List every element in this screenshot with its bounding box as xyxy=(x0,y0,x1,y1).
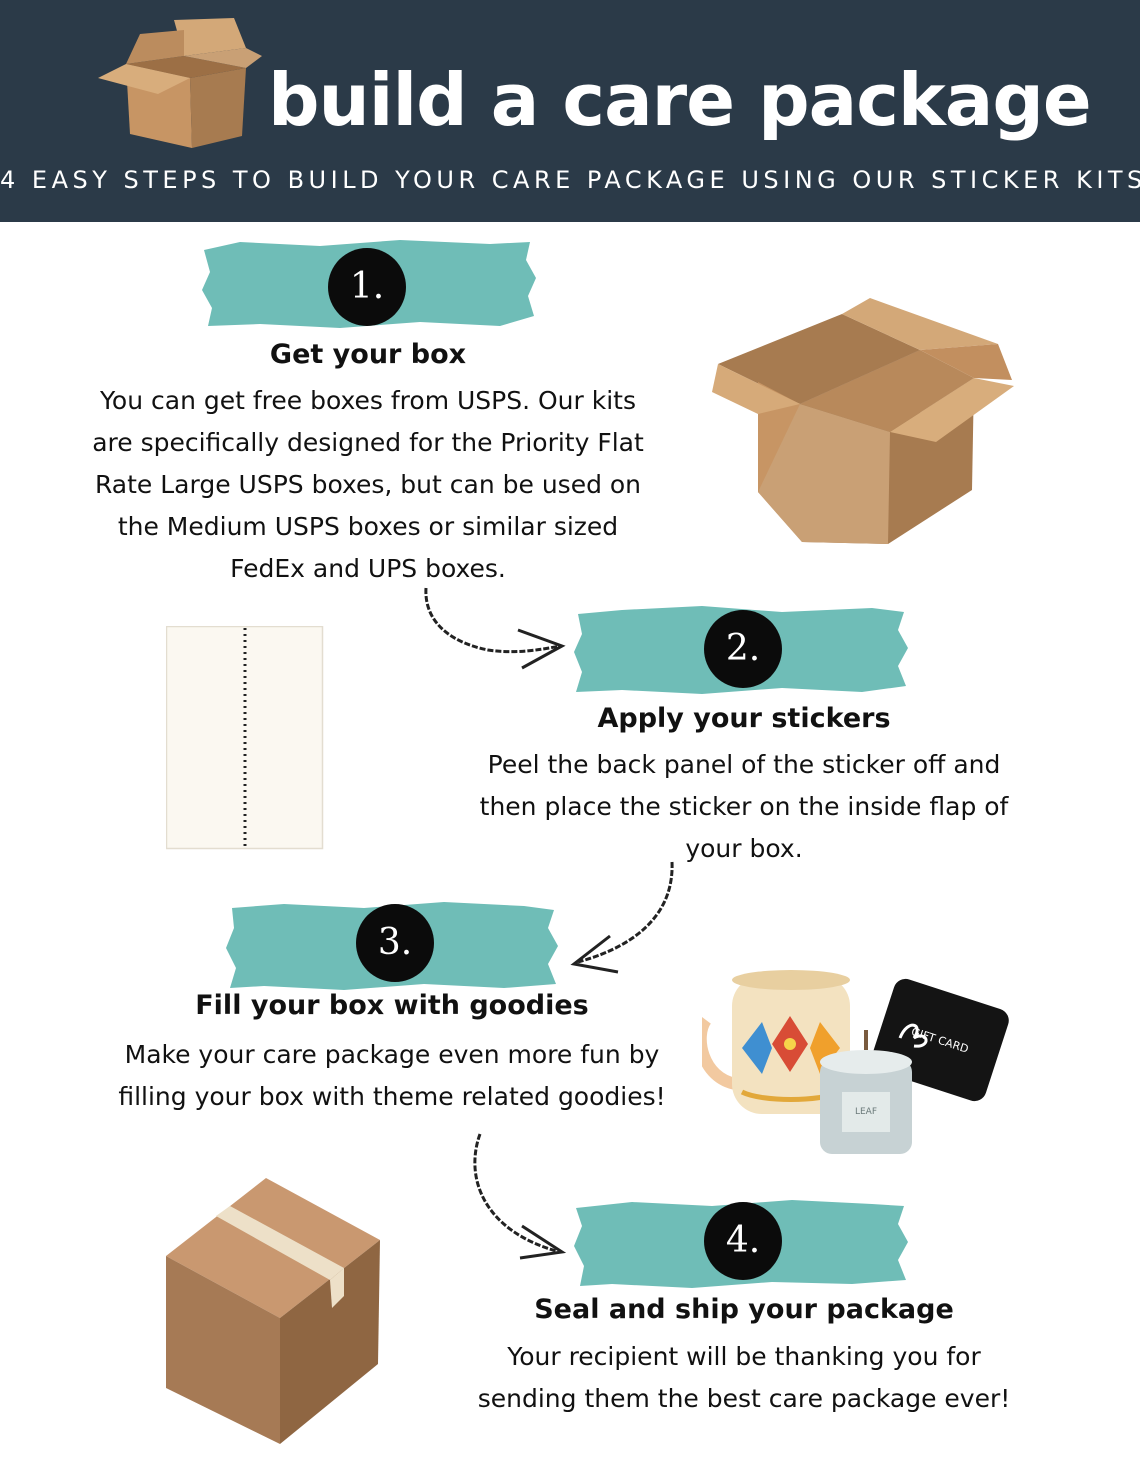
step-2-body: Peel the back panel of the sticker off a… xyxy=(479,750,1009,863)
step-3-title: Fill your box with goodies xyxy=(195,990,589,1021)
step-3-body: Make your care package even more fun by … xyxy=(118,1040,666,1111)
cardboard-box-icon xyxy=(98,18,262,148)
step-1-number-badge: 1. xyxy=(328,248,406,326)
step-2-number-badge: 2. xyxy=(704,610,782,688)
curved-arrow-icon xyxy=(424,587,566,670)
step-1-title: Get your box xyxy=(269,339,467,370)
sticker-sheet-icon xyxy=(166,626,324,850)
sealed-box-icon xyxy=(166,1178,380,1444)
candle-label: LEAF xyxy=(855,1107,877,1117)
goodies-icon: GIFT CARD LEAF xyxy=(702,970,1009,1154)
open-box-icon xyxy=(712,298,1014,544)
curved-arrow-icon xyxy=(473,1133,567,1260)
step-2-title: Apply your stickers xyxy=(597,703,891,734)
page-title: build a care package xyxy=(268,58,1092,142)
step-4-title: Seal and ship your package xyxy=(534,1294,954,1325)
page-subtitle: 4 EASY STEPS TO BUILD YOUR CARE PACKAGE … xyxy=(0,166,1140,194)
step-3-number-badge: 3. xyxy=(356,904,434,982)
step-4-number-badge: 4. xyxy=(704,1202,782,1280)
step-1-body: You can get free boxes from USPS. Our ki… xyxy=(92,386,644,583)
curved-arrow-icon xyxy=(570,861,674,974)
header-banner: build a care package 4 EASY STEPS TO BUI… xyxy=(0,0,1140,222)
step-4-body: Your recipient will be thanking you for … xyxy=(477,1342,1011,1413)
